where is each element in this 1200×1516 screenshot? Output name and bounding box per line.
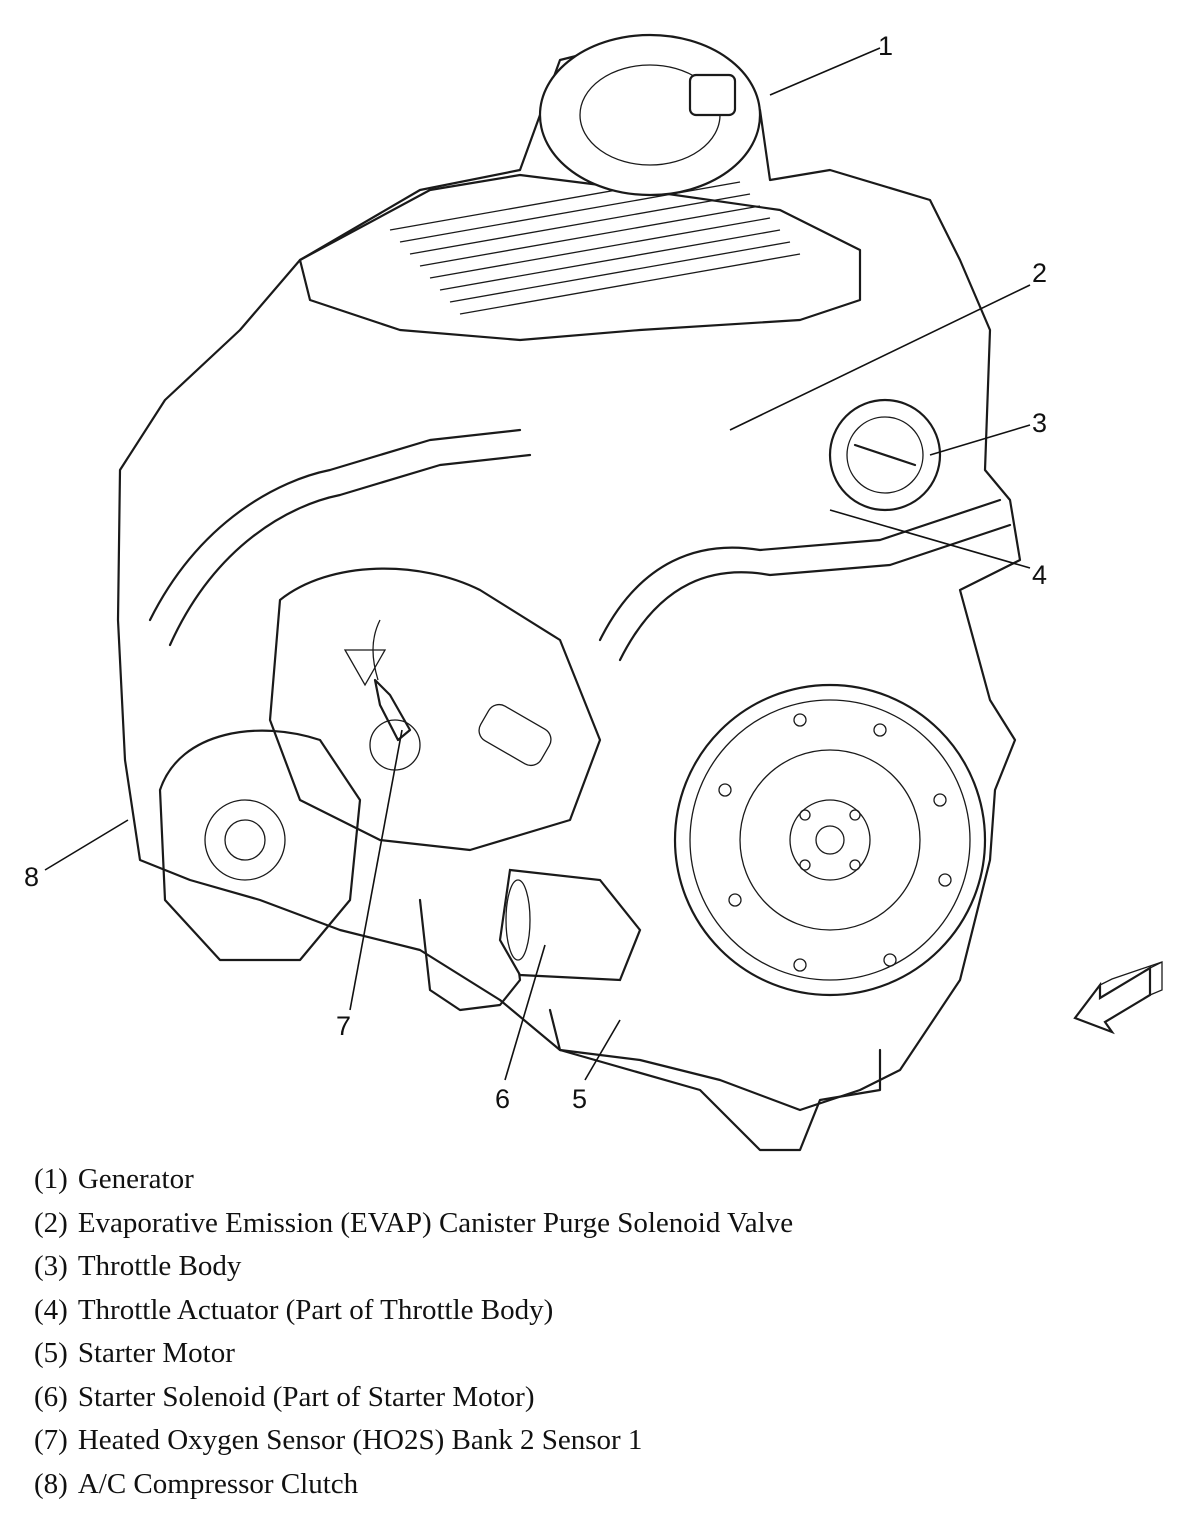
callout-8: 8 (24, 862, 39, 892)
callout-3: 3 (1032, 408, 1047, 438)
callout-6: 6 (495, 1084, 510, 1114)
legend-text: Evaporative Emission (EVAP) Canister Pur… (77, 1206, 794, 1239)
engine-line-art (116, 33, 1022, 1152)
legend-text: Generator (77, 1163, 194, 1195)
callout-1: 1 (878, 31, 893, 61)
legend-text: Starter Motor (77, 1337, 235, 1369)
front-arrow-icon (1073, 960, 1163, 1035)
legend-number: (3) (34, 1250, 68, 1282)
legend-number: (4) (34, 1293, 68, 1326)
legend-item: (4) Throttle Actuator (Part of Throttle B… (34, 1289, 1154, 1333)
legend-text: Throttle Actuator (Part of Throttle Body… (77, 1293, 554, 1326)
legend-item: (5) Starter Motor (34, 1332, 1154, 1376)
legend-item: (8) A/C Compressor Clutch (34, 1463, 1154, 1507)
callout-7: 7 (336, 1011, 351, 1041)
callout-4: 4 (1032, 560, 1047, 590)
callout-2: 2 (1032, 258, 1047, 288)
leader-lines (44, 47, 1031, 1081)
legend-item: (6) Starter Solenoid (Part of Starter Mot… (34, 1376, 1154, 1420)
callout-5: 5 (572, 1084, 587, 1114)
legend-item: (3) Throttle Body (34, 1245, 1154, 1289)
legend-text: Throttle Body (77, 1250, 242, 1282)
legend-text: Heated Oxygen Sensor (HO2S) Bank 2 Senso… (77, 1424, 643, 1456)
legend-number: (1) (34, 1163, 68, 1195)
legend-item: (2) Evaporative Emission (EVAP) Canister … (34, 1202, 1154, 1246)
parts-legend: (1) Generator (2) Evaporative Emission (EV… (34, 1158, 1154, 1506)
legend-item: (7) Heated Oxygen Sensor (HO2S) Bank 2 Se… (34, 1419, 1154, 1463)
legend-number: (2) (34, 1206, 68, 1239)
legend-number: (7) (34, 1424, 68, 1456)
legend-item: (1) Generator (34, 1158, 1154, 1202)
legend-number: (6) (34, 1380, 68, 1413)
legend-number: (5) (34, 1337, 68, 1369)
engine-diagram: 1 2 3 4 5 6 7 8 (24, 31, 1163, 1152)
legend-number: (8) (34, 1467, 68, 1500)
legend-text: Starter Solenoid (Part of Starter Motor) (77, 1380, 535, 1413)
legend-text: A/C Compressor Clutch (77, 1467, 359, 1500)
